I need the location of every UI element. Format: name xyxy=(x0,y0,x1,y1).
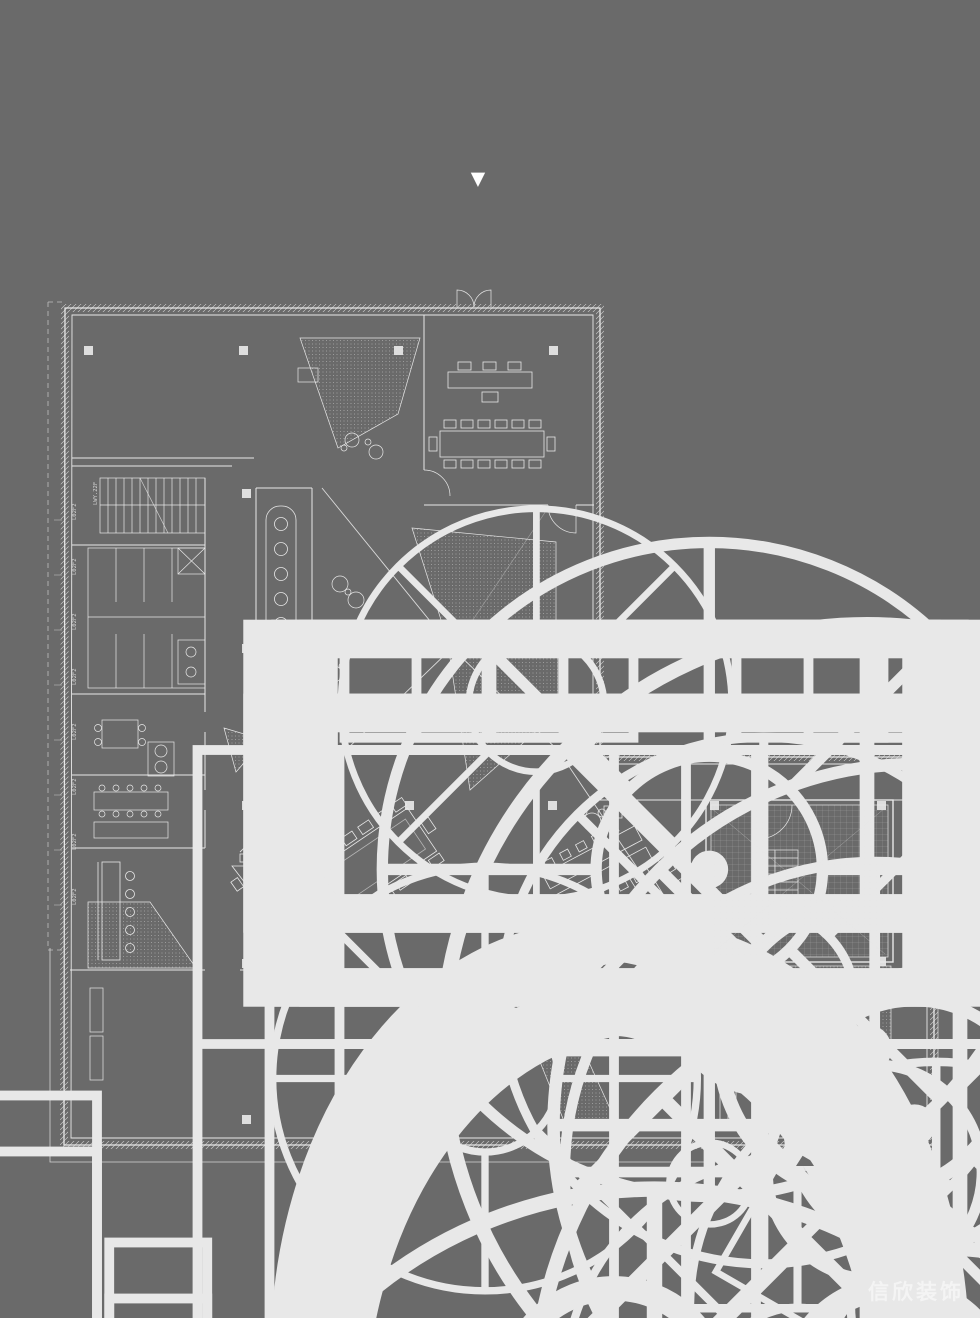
dim-label: L02F2 xyxy=(72,778,78,795)
dim-label: L02F2 xyxy=(72,503,78,520)
tree-icon xyxy=(340,508,732,900)
right-desk-area xyxy=(542,805,698,940)
open-office-bottom xyxy=(0,794,980,1318)
stairs-main xyxy=(99,477,206,534)
triangle-table xyxy=(230,853,319,923)
stair-label: LWY.22F xyxy=(93,482,99,505)
room-note: （预留区域） xyxy=(811,902,844,910)
dim-label: L02F2 xyxy=(72,558,78,575)
dim-label: L02F2 xyxy=(72,833,78,850)
meeting-room-top-right xyxy=(428,361,556,469)
landscape-stones xyxy=(615,970,689,1050)
left-dimension-labels: L02F2 L02F2 L02F2 L02F2 L02F2 L02F2 L02F… xyxy=(72,482,99,905)
watermark: 信欣装饰 xyxy=(868,1281,964,1304)
down-triangle-marker: ▼ xyxy=(471,164,486,192)
conference-table xyxy=(439,430,545,458)
reception-counter xyxy=(265,505,297,639)
planter-small-mid xyxy=(223,727,265,773)
terrace-stones xyxy=(741,1024,782,1045)
left-dimension-ticks xyxy=(54,519,62,906)
dim-label: L02F2 xyxy=(72,668,78,685)
dim-label: L02F2 xyxy=(72,888,78,905)
dim-label: L02F2 xyxy=(72,613,78,630)
restrooms xyxy=(87,547,978,1318)
planter-bar xyxy=(87,901,197,969)
central-tables xyxy=(230,796,445,925)
workstation-cluster xyxy=(0,1151,208,1318)
large-conference-table xyxy=(307,796,445,925)
stairs-wing xyxy=(751,849,799,931)
dim-label: L02F2 xyxy=(72,723,78,740)
left-meeting-rooms xyxy=(93,719,175,839)
lounge-seating xyxy=(278,575,365,731)
workstation-cluster xyxy=(0,1095,208,1318)
planter-top xyxy=(299,337,421,449)
bar-counter xyxy=(97,861,135,961)
multipurpose-room: （预留区域） xyxy=(705,799,894,963)
